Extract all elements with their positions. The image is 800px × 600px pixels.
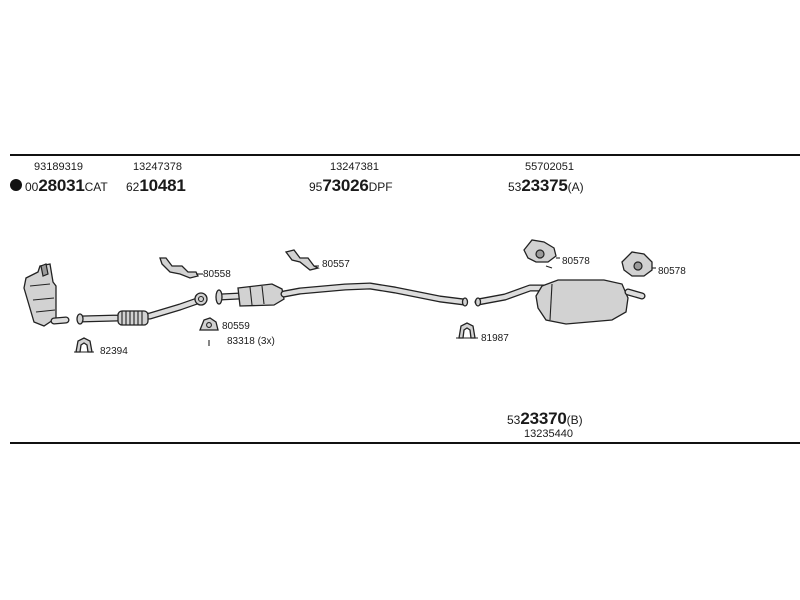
clamp-82394[interactable]: [74, 337, 94, 353]
catalytic-converter[interactable]: [23, 263, 70, 327]
label-80578-b: 80578: [658, 266, 686, 277]
rear-muffler[interactable]: [474, 279, 646, 325]
ref-93189319: 93189319: [34, 161, 83, 173]
pn-main: 73026: [322, 176, 369, 195]
label-80558: 80558: [203, 269, 231, 280]
pn-suffix: (A): [567, 180, 584, 194]
ref-13247381: 13247381: [330, 161, 379, 173]
pn-prefix: 53: [507, 413, 521, 427]
pn-main: 23375: [521, 176, 568, 195]
part-number-cat[interactable]: 0028031CAT: [25, 177, 108, 194]
ref-55702051: 55702051: [525, 161, 574, 173]
pn-prefix: 95: [309, 180, 323, 194]
gasket-80559[interactable]: [199, 317, 219, 331]
bullet-dot: [10, 179, 22, 191]
label-80557: 80557: [322, 259, 350, 270]
top-rule: [10, 154, 800, 156]
label-81987: 81987: [481, 333, 509, 344]
label-80578-a: 80578: [562, 256, 590, 267]
pn-suffix: DPF: [368, 180, 393, 194]
pn-prefix: 00: [25, 180, 39, 194]
ref-13235440: 13235440: [524, 428, 573, 440]
hanger-80578-a[interactable]: [523, 239, 560, 269]
pn-main: 28031: [38, 176, 85, 195]
ref-13247378: 13247378: [133, 161, 182, 173]
bottom-rule: [10, 442, 800, 444]
gasket-80558[interactable]: [159, 257, 203, 279]
label-80559: 80559: [222, 321, 250, 332]
front-pipe[interactable]: [76, 292, 208, 326]
gasket-80557[interactable]: [284, 249, 320, 271]
part-number-muffler-b[interactable]: 5323370(B): [507, 410, 583, 427]
hanger-80578-b[interactable]: [621, 251, 656, 277]
part-number-muffler-a[interactable]: 5323375(A): [508, 177, 584, 194]
pn-prefix: 53: [508, 180, 522, 194]
pn-suffix: (B): [566, 413, 583, 427]
pn-prefix: 62: [126, 180, 140, 194]
pn-main: 10481: [139, 176, 186, 195]
dpf-pipe[interactable]: [215, 282, 469, 307]
clamp-81987[interactable]: [456, 322, 478, 339]
part-number-pipe[interactable]: 6210481: [126, 177, 186, 194]
label-83318: 83318 (3x): [227, 336, 275, 347]
pn-suffix: CAT: [84, 180, 108, 194]
label-82394: 82394: [100, 346, 128, 357]
part-number-dpf[interactable]: 9573026DPF: [309, 177, 393, 194]
pn-main: 23370: [520, 409, 567, 428]
